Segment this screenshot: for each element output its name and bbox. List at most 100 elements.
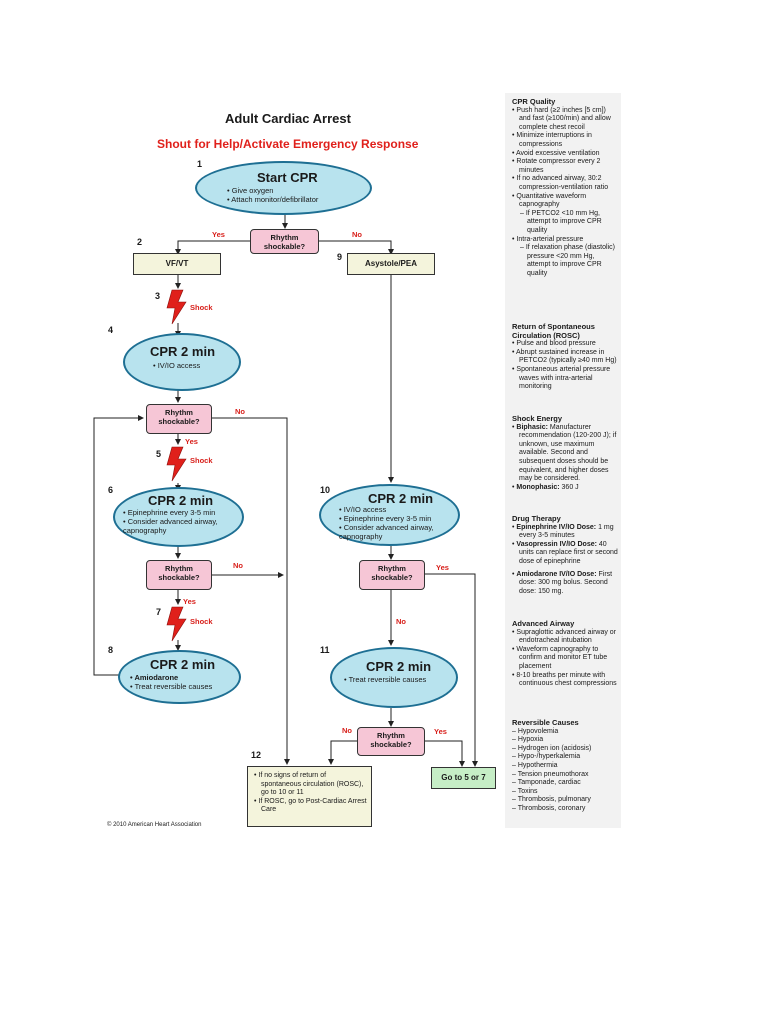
rhythm-shockable-decision: Rhythm shockable? — [357, 727, 425, 756]
amiodarone-label: Amiodarone IV/IO Dose: — [516, 570, 597, 578]
yes-label: Yes — [185, 437, 198, 446]
monophasic-label: Monophasic: — [516, 483, 560, 491]
cpr-quality-section: CPR Quality Push hard (≥2 inches [5 cm])… — [512, 97, 618, 278]
vasopressin-text: 40 units can replace first or second dos… — [519, 540, 618, 565]
epinephrine-label: Epinephrine IV/IO Dose: — [516, 523, 597, 531]
shock-label: Shock — [190, 456, 213, 465]
cpr-2min-oval: CPR 2 min Amiodarone Treat reversible ca… — [118, 650, 241, 704]
section-heading: Drug Therapy — [512, 514, 561, 523]
list-item: Pulse and blood pressure — [512, 340, 618, 349]
page-subtitle: Shout for Help/Activate Emergency Respon… — [157, 137, 419, 151]
cpr-heading: CPR 2 min — [366, 659, 432, 674]
step-number: 11 — [320, 645, 330, 655]
cpr-heading: CPR 2 min — [150, 344, 216, 359]
step-number: 5 — [156, 449, 162, 459]
yes-label: Yes — [434, 727, 447, 736]
shock-energy-section: Shock Energy Biphasic: Manufacturer reco… — [512, 414, 618, 493]
goto-5-or-7-box: Go to 5 or 7 — [431, 767, 496, 789]
list-item: Quantitative waveform capnography — [512, 193, 618, 210]
section-heading: Return of Spontaneous Circulation (ROSC) — [512, 322, 595, 340]
cpr-item: IV/IO access — [339, 505, 459, 514]
rosc-section: Return of Spontaneous Circulation (ROSC)… — [512, 322, 618, 392]
cpr-2min-oval: CPR 2 min IV/IO access — [123, 333, 241, 391]
biphasic-label: Biphasic: — [516, 423, 548, 431]
step-number: 3 — [155, 291, 161, 301]
copyright: © 2010 American Heart Association — [107, 822, 202, 828]
list-item: Tamponade, cardiac — [512, 779, 618, 788]
rhythm-shockable-decision: Rhythm shockable? — [146, 560, 212, 590]
list-item: Minimize interruptions in compressions — [512, 132, 618, 149]
cpr-item: Treat reversible causes — [130, 682, 213, 691]
start-cpr-item: Attach monitor/defibrillator — [227, 195, 318, 204]
no-label: No — [233, 561, 243, 570]
cpr-2min-oval: CPR 2 min Epinephrine every 3-5 min Cons… — [113, 487, 244, 547]
shock-bolt-icon — [166, 289, 187, 325]
cpr-item: Treat reversible causes — [344, 675, 427, 684]
page-title: Adult Cardiac Arrest — [225, 111, 351, 126]
list-item: Vasopressin IV/IO Dose: 40 units can rep… — [512, 541, 618, 567]
epinephrine-text: 1 mg every 3-5 minutes — [519, 523, 614, 540]
shock-bolt-icon — [166, 606, 187, 642]
list-item: Hypoxia — [512, 736, 618, 745]
step-12-item: If ROSC, go to Post-Cardiac Arrest Care — [254, 798, 367, 815]
list-item: Thrombosis, coronary — [512, 805, 618, 814]
step-number: 2 — [137, 237, 143, 247]
cpr-heading: CPR 2 min — [150, 657, 216, 672]
biphasic-text: Manufacturer recommendation (120-200 J);… — [519, 423, 617, 483]
step-number: 4 — [108, 325, 114, 335]
section-heading: Reversible Causes — [512, 718, 579, 727]
cpr-item: Epinephrine every 3-5 min — [339, 514, 459, 523]
rhythm-shockable-decision: Rhythm shockable? — [146, 404, 212, 434]
list-item: Amiodarone IV/IO Dose: First dose: 300 m… — [512, 571, 618, 597]
cpr-item: Epinephrine every 3-5 min — [123, 508, 245, 517]
list-item: Rotate compressor every 2 minutes — [512, 158, 618, 175]
monophasic-text: 360 J — [561, 483, 579, 491]
step-12-item: If no signs of return of spontaneous cir… — [254, 772, 367, 798]
cpr-item: IV/IO access — [153, 361, 201, 370]
list-item: Thrombosis, pulmonary — [512, 796, 618, 805]
cpr-2min-oval: CPR 2 min Treat reversible causes — [330, 647, 458, 708]
list-item: Epinephrine IV/IO Dose: 1 mg every 3-5 m… — [512, 524, 618, 541]
yes-label: Yes — [436, 563, 449, 572]
list-item: Spontaneous arterial pressure waves with… — [512, 366, 618, 392]
drug-therapy-section: Drug Therapy Epinephrine IV/IO Dose: 1 m… — [512, 514, 618, 597]
step-number: 12 — [251, 750, 262, 760]
list-item: Hypothermia — [512, 762, 618, 771]
section-heading: Shock Energy — [512, 414, 563, 423]
no-label: No — [396, 617, 406, 626]
list-item: Push hard (≥2 inches [5 cm]) and fast (≥… — [512, 107, 618, 133]
list-item: Intra-arterial pressure — [512, 236, 618, 245]
list-item: Tension pneumothorax — [512, 771, 618, 780]
step-number: 7 — [156, 607, 162, 617]
list-item: Hypo-/hyperkalemia — [512, 753, 618, 762]
no-label: No — [342, 726, 352, 735]
start-cpr-item: Give oxygen — [227, 186, 318, 195]
cpr-item: Amiodarone — [130, 673, 212, 682]
advanced-airway-section: Advanced Airway Supraglottic advanced ai… — [512, 619, 618, 689]
reference-sidebar: CPR Quality Push hard (≥2 inches [5 cm])… — [505, 93, 621, 828]
shock-bolt-icon — [166, 446, 187, 482]
vfvt-box: VF/VT — [133, 253, 221, 275]
list-item: If no advanced airway, 30:2 compression-… — [512, 175, 618, 192]
rhythm-shockable-decision: Rhythm shockable? — [359, 560, 425, 590]
step-12-box: If no signs of return of spontaneous cir… — [247, 766, 372, 827]
yes-label: Yes — [183, 597, 196, 606]
shock-label: Shock — [190, 303, 213, 312]
list-item: Abrupt sustained increase in PETCO2 (typ… — [512, 349, 618, 366]
cpr-heading: CPR 2 min — [148, 493, 214, 508]
start-cpr-oval: Start CPR Give oxygen Attach monitor/def… — [195, 161, 372, 215]
list-item: Monophasic: 360 J — [512, 484, 618, 493]
asystole-pea-box: Asystole/PEA — [347, 253, 435, 275]
step-number: 8 — [108, 645, 114, 655]
list-item: Waveform capnography to confirm and moni… — [512, 646, 618, 672]
list-item: Hypovolemia — [512, 728, 618, 737]
reversible-causes-section: Reversible Causes Hypovolemia Hypoxia Hy… — [512, 718, 618, 814]
step-number: 6 — [108, 485, 114, 495]
step-number: 10 — [320, 485, 331, 495]
shock-label: Shock — [190, 617, 213, 626]
cpr-2min-oval: CPR 2 min IV/IO access Epinephrine every… — [319, 484, 460, 546]
amiodarone-text: First dose: 300 mg bolus. Second dose: 1… — [519, 570, 613, 595]
yes-label: Yes — [212, 230, 225, 239]
rhythm-shockable-decision: Rhythm shockable? — [250, 229, 319, 254]
